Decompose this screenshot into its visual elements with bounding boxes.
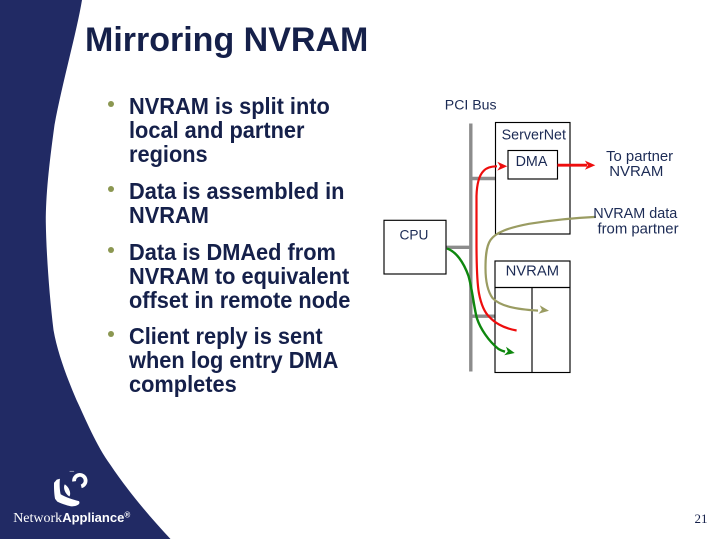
svg-text:PCI Bus: PCI Bus xyxy=(445,96,497,112)
svg-text:NVRAM data: NVRAM data xyxy=(593,206,677,222)
svg-text:CPU: CPU xyxy=(400,228,429,243)
svg-text:To partner: To partner xyxy=(606,149,673,165)
svg-text:NetworkAppliance®: NetworkAppliance® xyxy=(13,510,130,526)
svg-text:from partner: from partner xyxy=(597,221,678,237)
svg-text:ServerNet: ServerNet xyxy=(502,127,566,143)
svg-text:NVRAM: NVRAM xyxy=(506,263,559,279)
svg-text:DMA: DMA xyxy=(516,154,548,170)
svg-text:NVRAM: NVRAM xyxy=(609,163,663,180)
